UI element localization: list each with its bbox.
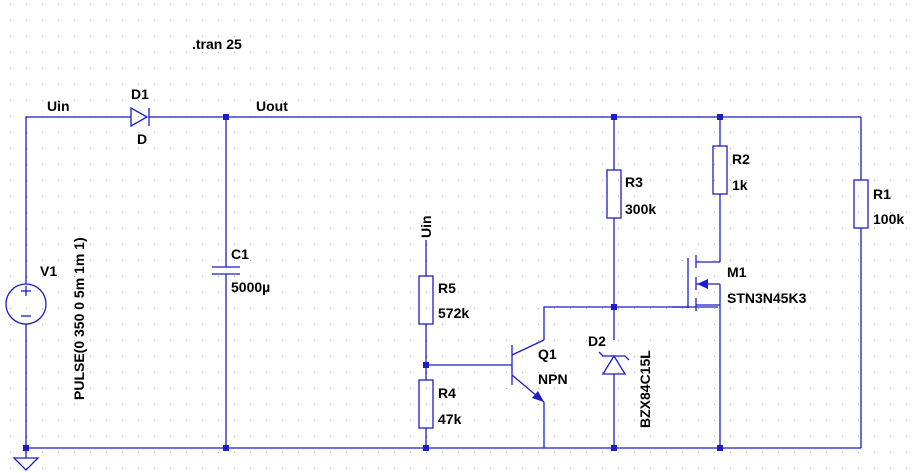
q1-value-label: NPN xyxy=(538,371,568,387)
r1-value-label: 100k xyxy=(873,211,904,227)
zener-diode-icon xyxy=(601,354,627,375)
ground-icon[interactable] xyxy=(12,457,40,471)
voltage-source-icon xyxy=(5,283,47,325)
junction-gnd-r4 xyxy=(423,445,429,451)
diode-icon xyxy=(130,106,149,128)
net-label-uin: Uin xyxy=(47,98,70,114)
d2-ref-label: D2 xyxy=(588,333,606,349)
junction-gnd-v1 xyxy=(23,445,29,451)
d1-symbol[interactable] xyxy=(130,106,150,128)
q1-symbol[interactable] xyxy=(511,339,545,403)
junction-r3-top xyxy=(611,114,617,120)
junction-gnd-c1 xyxy=(223,445,229,451)
d2-symbol[interactable] xyxy=(598,351,630,375)
r5-value-label: 572k xyxy=(438,305,469,321)
tran-directive[interactable]: .tran 25 xyxy=(192,36,242,52)
q1-ref-label: Q1 xyxy=(538,346,557,362)
junction-gnd-m1 xyxy=(717,445,723,451)
r3-ref-label: R3 xyxy=(625,174,643,190)
d1-value-label: D xyxy=(137,131,147,147)
wire-q1-collector xyxy=(543,306,718,340)
c1-value-label: 5000µ xyxy=(231,279,270,295)
junction-base-node xyxy=(423,362,429,368)
r4-value-label: 47k xyxy=(438,411,462,427)
net-label-uout: Uout xyxy=(256,98,288,114)
r3-value-label: 300k xyxy=(625,201,656,217)
r2-value-label: 1k xyxy=(732,177,748,193)
r2-ref-label: R2 xyxy=(732,151,750,167)
r1-resistor-icon[interactable] xyxy=(853,179,869,229)
v1-value-label: PULSE(0 350 0 5m 1m 1) xyxy=(71,237,87,400)
m1-symbol[interactable] xyxy=(672,255,721,311)
r5-resistor-icon[interactable] xyxy=(418,275,434,325)
junction-gnd-d2 xyxy=(611,445,617,451)
junction-gate-node xyxy=(611,304,617,310)
v1-ref-label: V1 xyxy=(40,263,57,279)
wires xyxy=(25,116,862,458)
r4-resistor-icon[interactable] xyxy=(418,379,434,429)
junctions xyxy=(23,114,723,451)
r1-ref-label: R1 xyxy=(873,186,891,202)
net-label-q1-supply: Uin xyxy=(418,215,434,238)
r4-ref-label: R4 xyxy=(438,385,456,401)
m1-value-label: STN3N45K3 xyxy=(727,290,807,306)
m1-ref-label: M1 xyxy=(727,264,747,280)
junction-c1-top xyxy=(223,114,229,120)
r2-resistor-icon[interactable] xyxy=(712,145,728,195)
junction-r2-top xyxy=(717,114,723,120)
c1-ref-label: C1 xyxy=(231,246,249,262)
d1-ref-label: D1 xyxy=(131,86,149,102)
c1-symbol[interactable] xyxy=(212,266,240,275)
r3-resistor-icon[interactable] xyxy=(606,169,622,219)
v1-symbol[interactable] xyxy=(5,283,47,325)
d2-value-label: BZX84C15L xyxy=(637,350,653,428)
r5-ref-label: R5 xyxy=(438,280,456,296)
wire-uin xyxy=(25,116,131,284)
